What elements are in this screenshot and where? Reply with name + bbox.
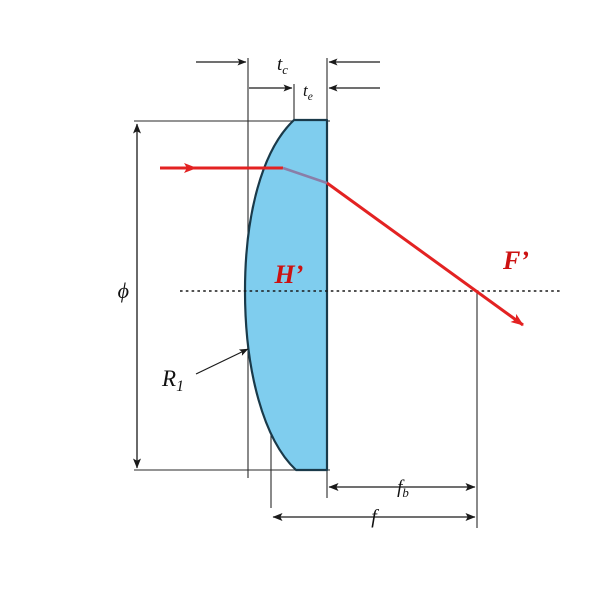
refracted-ray [326, 181, 524, 327]
r1-leader-line [195, 348, 249, 375]
callout-radius: R1 [161, 348, 249, 395]
ray-trace [160, 163, 524, 327]
label-radius: R1 [161, 366, 184, 395]
lens-shape [243, 118, 329, 472]
label-back-focal-length: fb [397, 477, 409, 500]
dimension-effective-focal-length: f [272, 506, 476, 528]
label-focal-point: F’ [502, 246, 529, 275]
label-center-thickness: tc [277, 54, 288, 77]
dimension-diameter: ϕ [118, 123, 141, 469]
dimension-center-thickness: tc [196, 54, 380, 77]
lens-body [243, 118, 329, 472]
label-diameter: ϕ [118, 278, 129, 303]
label-edge-thickness: te [303, 81, 313, 103]
label-effective-focal-length: f [371, 506, 379, 528]
dimension-back-focal-length: fb [328, 477, 476, 500]
dimension-edge-thickness: te [249, 81, 380, 103]
internal-ray [282, 166, 328, 185]
label-principal-plane: H’ [274, 260, 304, 289]
